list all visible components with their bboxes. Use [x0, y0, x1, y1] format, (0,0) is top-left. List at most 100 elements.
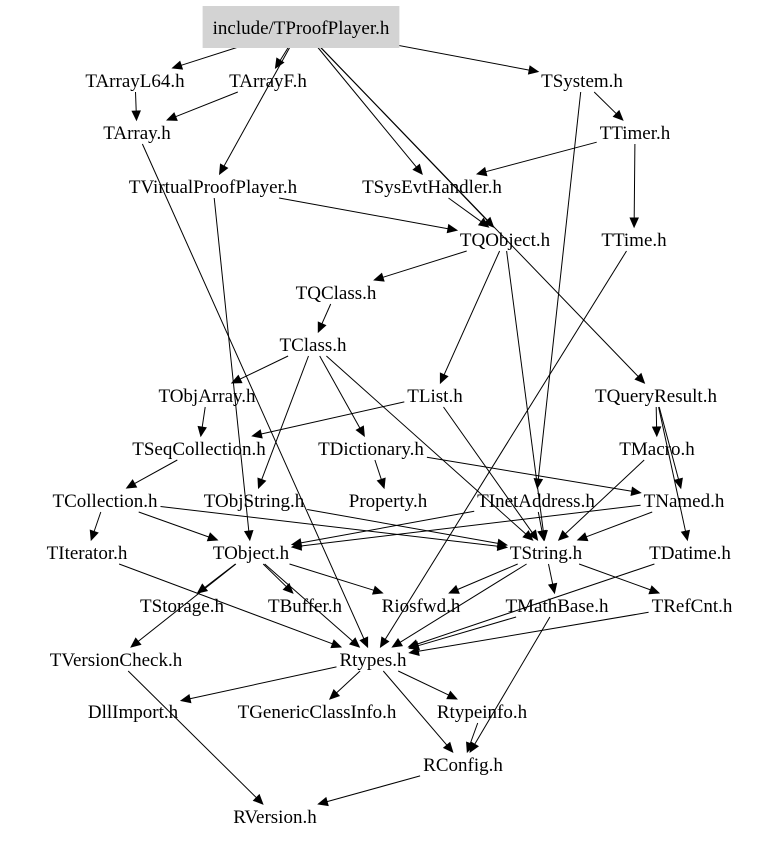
arrowhead-icon — [475, 166, 488, 177]
edge-TObject-to-TVersionCheck — [130, 563, 237, 648]
node-TMacro[interactable]: TMacro.h — [619, 439, 695, 460]
edge-line — [175, 91, 238, 118]
node-TVirtualProofPlayer[interactable]: TVirtualProofPlayer.h — [129, 177, 298, 198]
edge-line — [658, 406, 686, 532]
node-TList[interactable]: TList.h — [407, 386, 463, 407]
node-Rtypeinfo[interactable]: Rtypeinfo.h — [437, 702, 528, 723]
edge-line — [418, 611, 649, 652]
edge-TObject-to-TBuffer — [262, 563, 294, 594]
node-label-TTime: TTime.h — [601, 230, 667, 251]
node-TDictionary[interactable]: TDictionary.h — [318, 439, 424, 460]
edge-TDictionary-to-TNamed — [426, 456, 642, 496]
arrowhead-icon — [206, 532, 219, 542]
arrowhead-icon — [243, 530, 254, 542]
edge-line — [319, 355, 361, 429]
node-TArray[interactable]: TArray.h — [103, 123, 171, 144]
node-TObject[interactable]: TObject.h — [213, 543, 290, 564]
edge-line — [593, 91, 617, 115]
node-TQClass[interactable]: TQClass.h — [296, 283, 377, 304]
node-label-TList: TList.h — [407, 386, 463, 407]
edge-RConfig-to-RVersion — [317, 775, 421, 807]
edge-line — [537, 91, 582, 480]
edge-line — [279, 197, 449, 230]
node-TArrayL64[interactable]: TArrayL64.h — [85, 71, 185, 92]
node-TSystem[interactable]: TSystem.h — [541, 71, 623, 92]
arrowhead-icon — [290, 541, 303, 551]
arrowhead-icon — [527, 65, 540, 75]
node-TSeqCollection[interactable]: TSeqCollection.h — [132, 439, 266, 460]
arrowhead-icon — [166, 112, 178, 121]
arrowhead-icon — [533, 478, 544, 490]
node-label-TTimer: TTimer.h — [600, 123, 671, 144]
edge-TInetAddress-to-TString — [537, 511, 547, 542]
node-RVersion[interactable]: RVersion.h — [233, 807, 317, 828]
edge-TClass-to-TDictionary — [319, 355, 365, 438]
node-label-RVersion: RVersion.h — [233, 807, 317, 828]
node-TRefCnt[interactable]: TRefCnt.h — [652, 596, 733, 617]
node-label-TQueryResult: TQueryResult.h — [595, 386, 717, 407]
node-TObjString[interactable]: TObjString.h — [204, 491, 305, 512]
node-label-TDatime: TDatime.h — [649, 543, 731, 564]
node-TTime[interactable]: TTime.h — [601, 230, 667, 251]
edge-TArray-to-Rtypes — [141, 143, 369, 649]
edge-line — [469, 722, 479, 744]
node-TVersionCheck[interactable]: TVersionCheck.h — [50, 650, 183, 671]
arrowhead-icon — [547, 582, 558, 595]
node-label-TArrayF: TArrayF.h — [229, 71, 307, 92]
node-root[interactable]: include/TProofPlayer.h — [202, 6, 400, 48]
arrowhead-icon — [230, 374, 243, 384]
edge-TObject-to-Rtypes — [264, 563, 361, 648]
edge-Rtypeinfo-to-RConfig — [466, 722, 479, 754]
node-TBuffer[interactable]: TBuffer.h — [268, 596, 343, 617]
node-Property[interactable]: Property.h — [349, 491, 428, 512]
arrowhead-icon — [171, 60, 184, 70]
node-TObjArray[interactable]: TObjArray.h — [158, 386, 256, 407]
edge-line — [382, 670, 448, 746]
arrowhead-icon — [496, 538, 509, 549]
node-TGenericClassInfo[interactable]: TGenericClassInfo.h — [238, 702, 397, 723]
edge-line — [326, 775, 421, 803]
node-label-Rtypes: Rtypes.h — [339, 650, 407, 671]
node-TArrayF[interactable]: TArrayF.h — [229, 71, 307, 92]
arrowhead-icon — [257, 477, 267, 490]
edge-line — [399, 563, 527, 643]
node-TIterator[interactable]: TIterator.h — [47, 543, 128, 564]
node-TSysEvtHandler[interactable]: TSysEvtHandler.h — [362, 177, 502, 198]
arrowhead-icon — [634, 372, 646, 384]
node-label-TArray: TArray.h — [103, 123, 171, 144]
node-TString[interactable]: TString.h — [510, 543, 583, 564]
node-TInetAddress[interactable]: TInetAddress.h — [477, 491, 595, 512]
edge-line — [382, 250, 467, 278]
node-TNamed[interactable]: TNamed.h — [644, 491, 725, 512]
node-TDatime[interactable]: TDatime.h — [649, 543, 731, 564]
arrowhead-icon — [412, 163, 423, 175]
arrowhead-icon — [355, 425, 365, 438]
arrowhead-icon — [196, 583, 209, 594]
edge-TQClass-to-TClass — [317, 303, 332, 334]
edge-TMathBase-to-Rtypes — [408, 616, 517, 651]
node-Riosfwd[interactable]: Riosfwd.h — [382, 596, 461, 617]
edge-TQueryResult-to-TNamed — [658, 406, 683, 490]
node-Rtypes[interactable]: Rtypes.h — [339, 650, 407, 671]
node-label-TDictionary: TDictionary.h — [318, 439, 424, 460]
edge-line — [537, 511, 543, 532]
arrowhead-icon — [466, 741, 475, 754]
node-TClass[interactable]: TClass.h — [279, 335, 347, 356]
node-TStorage[interactable]: TStorage.h — [140, 596, 224, 617]
node-label-RConfig: RConfig.h — [423, 755, 503, 776]
edge-TNamed-to-TObject — [290, 504, 641, 551]
node-TCollection[interactable]: TCollection.h — [52, 491, 158, 512]
arrowhead-icon — [612, 109, 624, 121]
edge-line — [426, 456, 632, 492]
edge-line — [134, 459, 178, 485]
node-label-TObject: TObject.h — [213, 543, 290, 564]
node-TMathBase[interactable]: TMathBase.h — [506, 596, 609, 617]
node-TTimer[interactable]: TTimer.h — [600, 123, 671, 144]
node-TQObject[interactable]: TQObject.h — [460, 230, 551, 251]
edge-TClass-to-TObjString — [257, 355, 309, 490]
node-DllImport[interactable]: DllImport.h — [88, 702, 179, 723]
node-label-TMathBase: TMathBase.h — [506, 596, 609, 617]
node-TQueryResult[interactable]: TQueryResult.h — [595, 386, 717, 407]
node-RConfig[interactable]: RConfig.h — [423, 755, 503, 776]
edge-line — [416, 563, 655, 645]
